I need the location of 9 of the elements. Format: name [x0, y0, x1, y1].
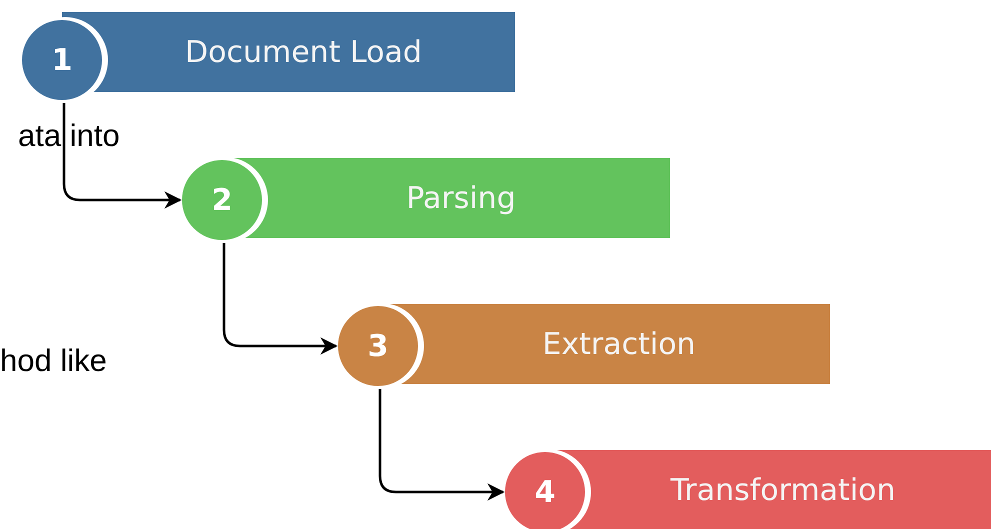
text-fragment: hod like [0, 343, 107, 379]
step-number-circle: 3 [338, 306, 418, 386]
step-number-circle: 4 [505, 452, 585, 529]
arrow [222, 243, 338, 355]
arrow [378, 389, 505, 501]
step-number-circle: 2 [182, 160, 262, 240]
text-fragment: ata into [18, 118, 120, 154]
step-number-circle: 1 [22, 20, 102, 100]
arrow [62, 103, 182, 209]
